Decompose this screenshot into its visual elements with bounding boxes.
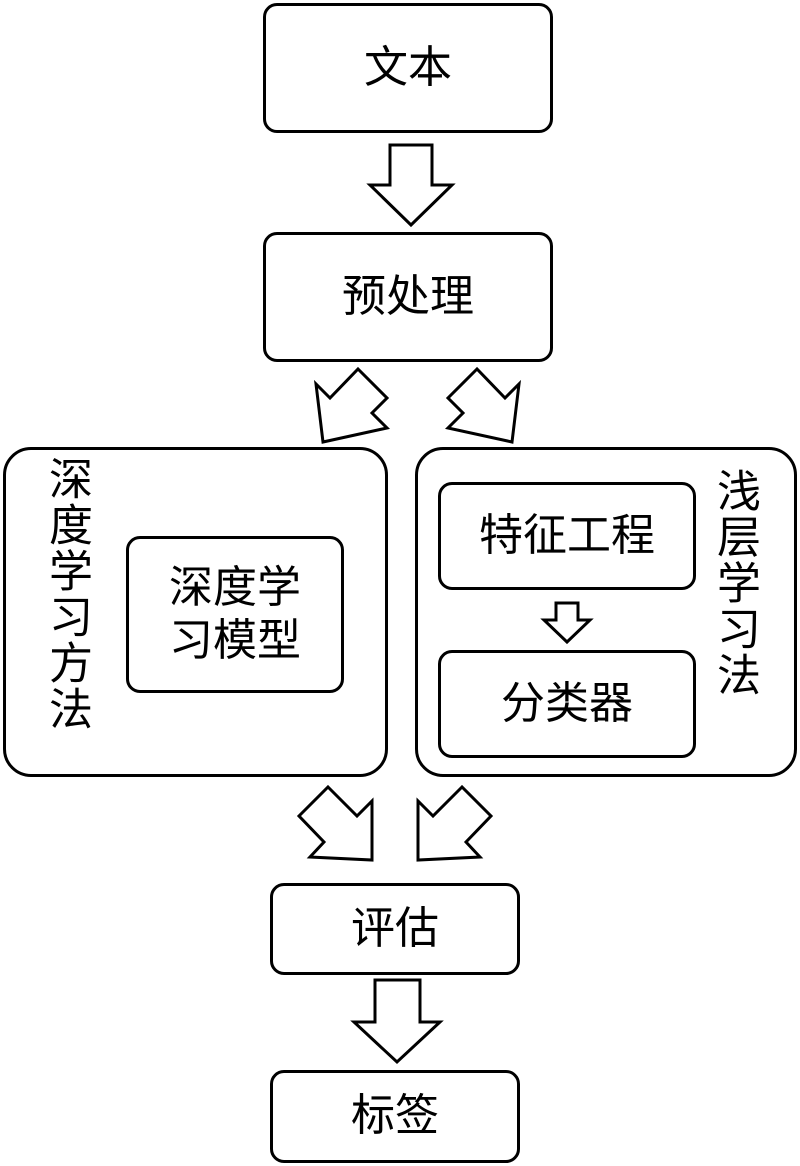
classifier-label: 分类器: [501, 677, 633, 729]
deep-learning-model-label: 深度学 习模型: [126, 536, 344, 693]
text-node: [263, 3, 553, 133]
deep-learning-model-node: [126, 536, 344, 693]
arrow-text-to-preprocess: [366, 143, 456, 228]
arrow-preprocess-to-shallow: [444, 366, 522, 444]
classifier-node: [438, 650, 696, 758]
label-node-label: 标签: [351, 1090, 439, 1142]
label-node: [270, 1070, 520, 1163]
arrow-shallow-to-evaluation: [416, 784, 494, 862]
evaluation-node: [270, 883, 520, 975]
deep-learning-method-label: 深度学习方法: [41, 456, 92, 732]
arrow-evaluation-to-label: [350, 978, 444, 1065]
evaluation-label: 评估: [351, 902, 439, 954]
feature-engineering-node: [438, 482, 696, 590]
text-node-label: 文本: [364, 41, 452, 93]
preprocess-node-label: 预处理: [342, 270, 474, 322]
arrow-deep-to-evaluation: [296, 784, 374, 862]
arrow-feature-to-classifier: [540, 601, 594, 645]
deep-learning-model-line2: 习模型: [169, 614, 301, 666]
feature-engineering-label: 特征工程: [479, 509, 655, 561]
arrow-preprocess-to-deep: [313, 366, 391, 444]
deep-learning-model-line1: 深度学: [169, 561, 301, 613]
preprocess-node: [263, 232, 553, 362]
shallow-learning-method-label: 浅层学习法: [709, 468, 760, 698]
